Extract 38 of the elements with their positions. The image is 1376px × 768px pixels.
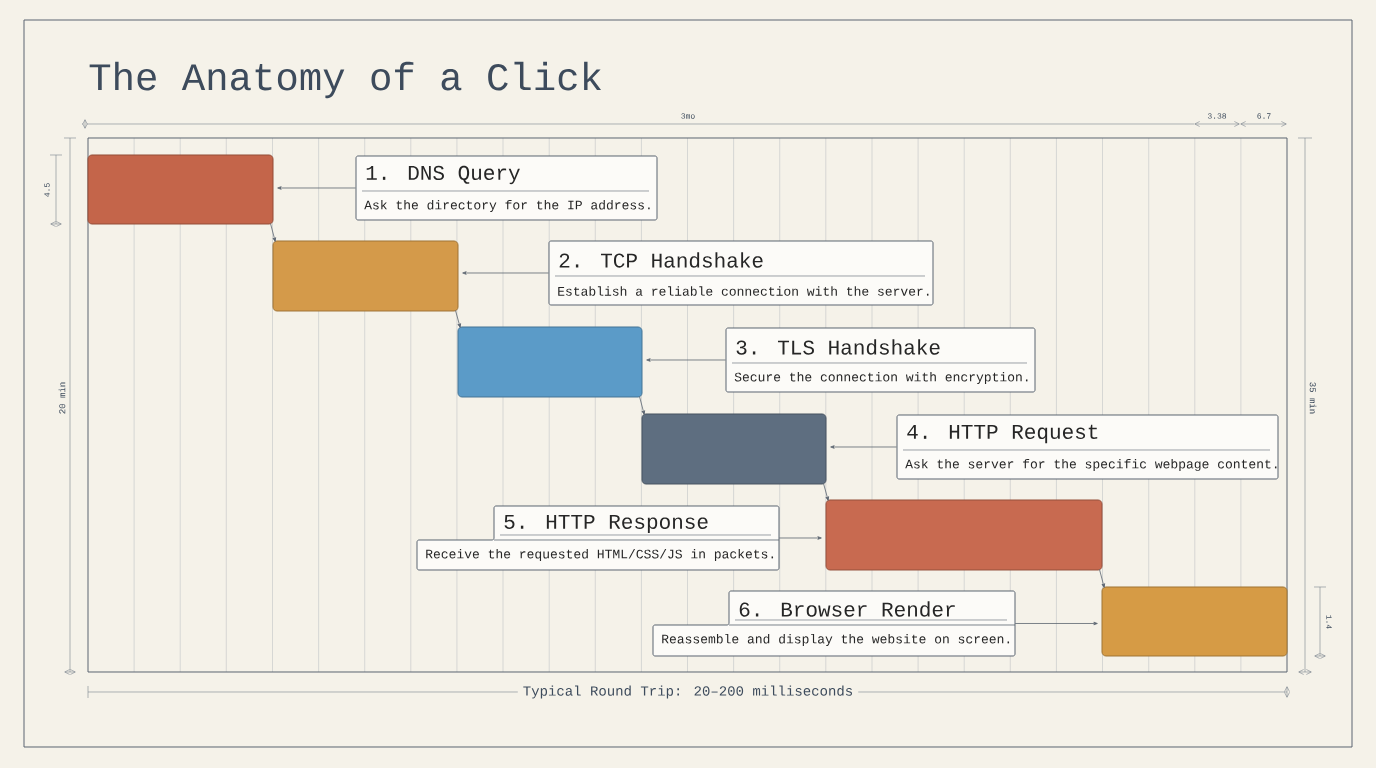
leader-arrow (830, 445, 897, 449)
timeline-bar (825, 499, 1103, 571)
timeline-bar (272, 240, 459, 312)
step-arrow (455, 310, 461, 328)
leader-arrow (1014, 621, 1098, 626)
timeline-bar (641, 413, 827, 485)
dimension-label: 20 min (58, 382, 66, 414)
step-heading: 3. TLS Handshake (736, 339, 940, 355)
dimension-label: 3.38 (1207, 113, 1227, 119)
step-arrow (270, 223, 276, 242)
leader-arrow (646, 358, 726, 362)
timeline-bar (87, 154, 274, 225)
leader-arrow (778, 536, 822, 540)
round-trip-label: Typical Round Trip: 20–200 milliseconds (517, 680, 859, 704)
dimension-label: 6.7 (1257, 113, 1271, 119)
dimension-label: 3mo (681, 113, 695, 119)
dimension-label: 1.4 (1326, 615, 1332, 629)
timeline-bar (457, 326, 643, 398)
leader-arrow (277, 186, 356, 190)
dimension-label: 35 min (1309, 382, 1317, 414)
step-description: Establish a reliable connection with the server. (558, 286, 929, 296)
step-description: Ask the server for the specific webpage content. (905, 458, 1277, 472)
dimension-label: 4.5 (44, 183, 50, 197)
title: The Anatomy of a Click (89, 61, 602, 99)
step-description: Secure the connection with encryption. (734, 371, 1028, 385)
step-description: Reassemble and display the website on screen. (662, 633, 1010, 647)
step-heading: 4. HTTP Request (907, 424, 1098, 444)
step-description: Ask the directory for the IP address. (364, 199, 650, 213)
step-description: Receive the requested HTML/CSS/JS in packets. (426, 548, 774, 562)
step-heading: 1. DNS Query (366, 165, 520, 185)
step-arrow (823, 483, 829, 501)
step-arrow (639, 396, 645, 415)
step-heading: 2. TCP Handshake (559, 252, 763, 268)
leader-arrow (462, 271, 549, 275)
step-heading: 5. HTTP Response (504, 514, 708, 534)
step-arrow (1099, 569, 1105, 588)
step-heading: 6. Browser Render (739, 601, 955, 617)
timeline-bar (1101, 586, 1288, 657)
